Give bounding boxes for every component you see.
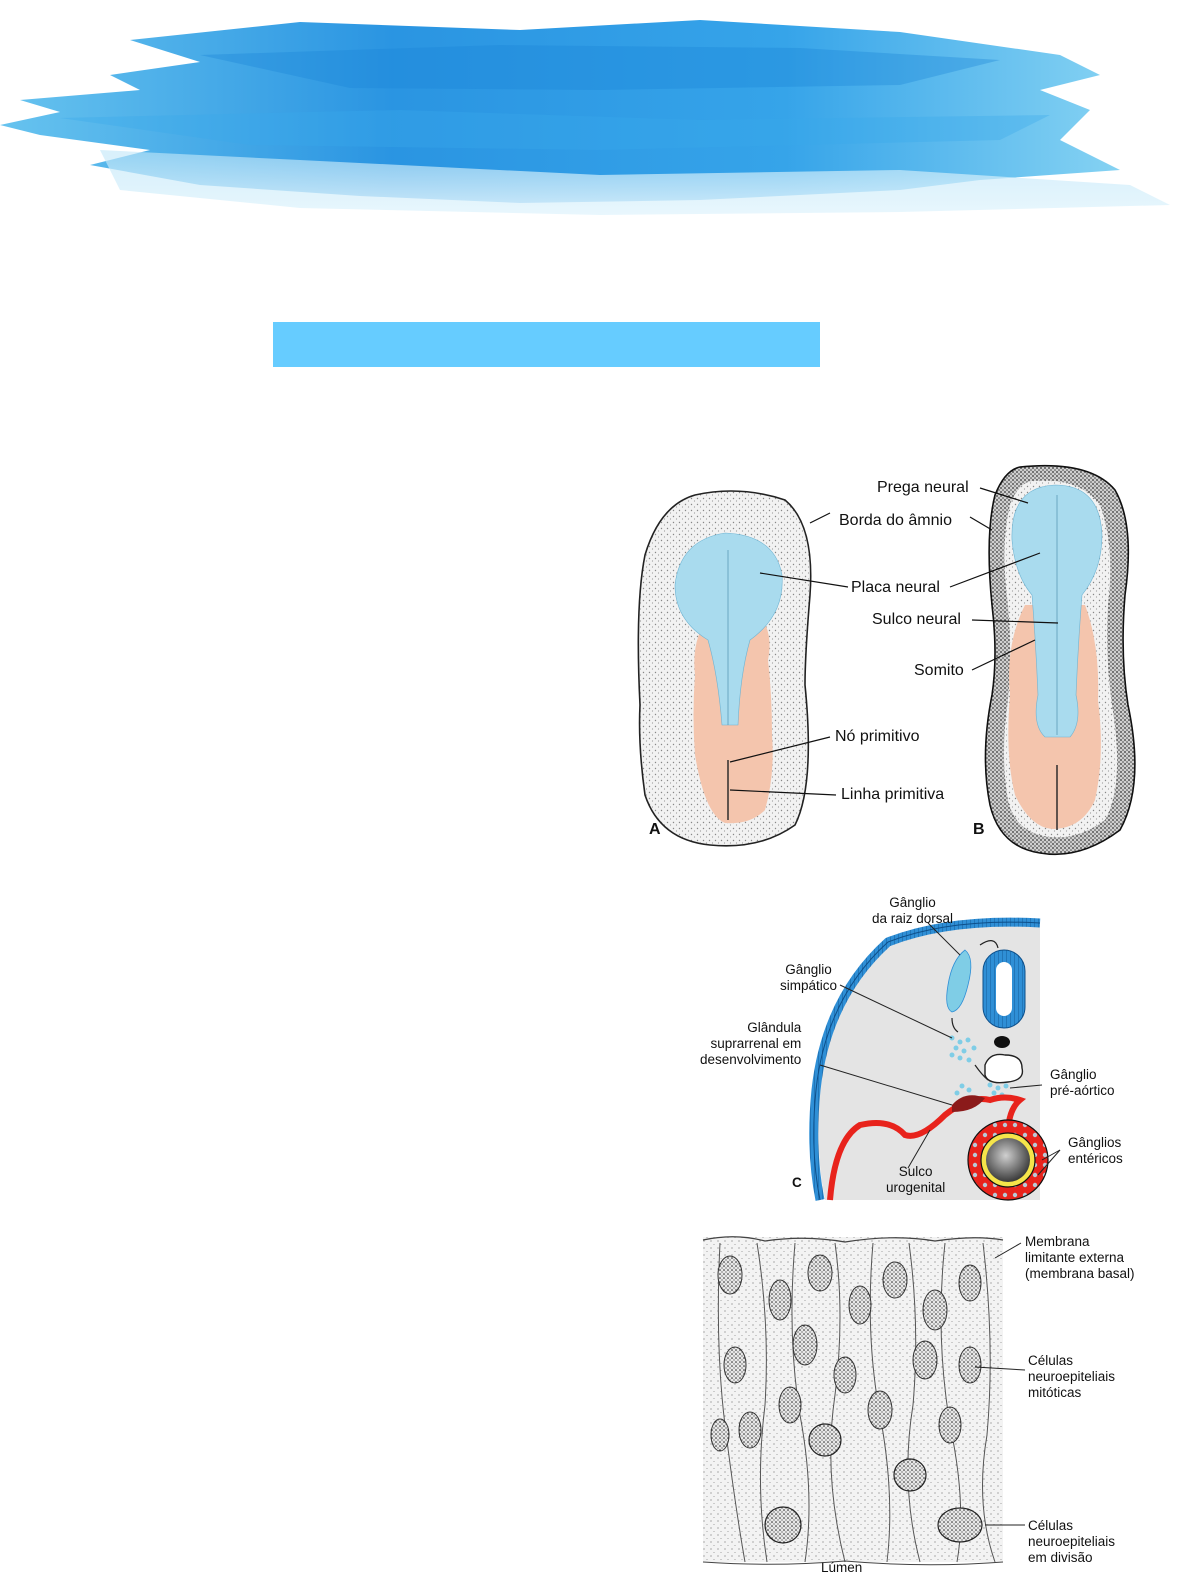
figure-neuroepithelium: Membrana limitante externa (membrana bas… — [695, 1225, 1165, 1578]
label-glandula-suprarrenal: Glândula suprarrenal em desenvolvimento — [700, 1020, 802, 1067]
label-ganglio-preaortico: Gânglio pré-aórtico — [1050, 1067, 1115, 1098]
neuroepithelium-illustration — [702, 1236, 1026, 1566]
neural-crest-illustration — [809, 917, 1061, 1201]
label-linha-primitiva: Linha primitiva — [841, 786, 945, 803]
figure-neural-crest-derivatives: Gânglio da raiz dorsal Gânglio simpático… — [690, 890, 1150, 1205]
figure-embryo-neural-plate: Prega neural Borda do âmnio Placa neural… — [600, 455, 1191, 875]
banner-brush-strokes — [0, 20, 1170, 215]
label-celulas-em-divisao: Células neuroepiteliais em divisão — [1028, 1518, 1116, 1565]
label-somito: Somito — [914, 662, 964, 679]
watercolor-banner — [0, 0, 1191, 230]
label-ganglio-raiz-dorsal: Gânglio da raiz dorsal — [872, 895, 954, 926]
label-borda-amnio: Borda do âmnio — [839, 512, 952, 529]
label-ganglios-entericos: Gânglios entéricos — [1068, 1135, 1123, 1166]
label-letter-c: C — [792, 1175, 802, 1190]
embryo-illustration — [637, 464, 1136, 856]
label-placa-neural: Placa neural — [851, 579, 940, 596]
label-lumen: Lúmen — [821, 1560, 863, 1575]
label-letter-a: A — [649, 821, 661, 838]
label-ganglio-simpatico: Gânglio simpático — [780, 962, 838, 993]
label-sulco-neural: Sulco neural — [872, 611, 961, 628]
label-sulco-urogenital: Sulco urogenital — [886, 1164, 946, 1195]
label-prega-neural: Prega neural — [877, 479, 969, 496]
label-letter-b: B — [973, 821, 985, 838]
title-highlight-bar — [273, 322, 820, 367]
label-celulas-mitoticas: Células neuroepiteliais mitóticas — [1028, 1353, 1116, 1400]
label-no-primitivo: Nó primitivo — [835, 728, 920, 745]
label-membrana-limitante: Membrana limitante externa (membrana bas… — [1025, 1234, 1135, 1281]
